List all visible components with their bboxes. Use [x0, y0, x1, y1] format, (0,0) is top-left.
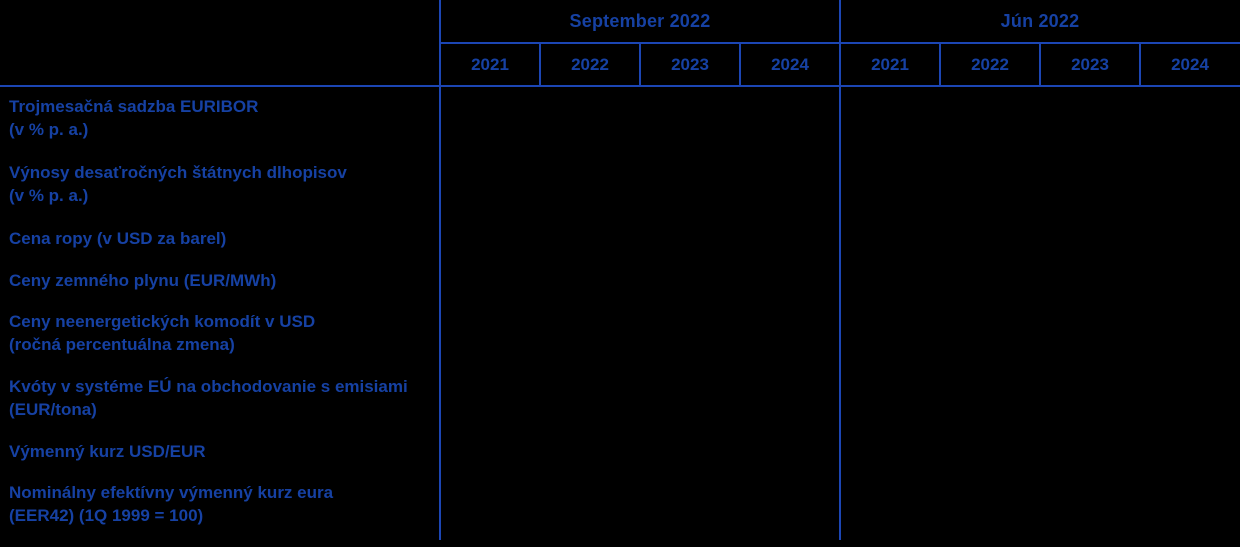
row-label-line2: (EUR/tona): [9, 400, 97, 419]
column-group-header-september-2022: September 2022: [569, 10, 711, 31]
year-header-cell: 2021: [471, 54, 509, 74]
row-label: Cena ropy (v USD za barel): [9, 227, 439, 250]
row-label-line1: Nominálny efektívny výmenný kurz eura: [9, 483, 334, 502]
data-region-jun-2022: [841, 87, 1240, 540]
row-label-line1: Trojmesačná sadzba EURIBOR: [9, 97, 259, 116]
row-label: Trojmesačná sadzba EURIBOR (v % p. a.): [9, 95, 439, 141]
vertical-rule-right-group: [839, 0, 841, 540]
year-header-cell: 2021: [871, 54, 909, 74]
row-label-line1: Cena ropy (v USD za barel): [9, 229, 227, 248]
year-separator: [739, 44, 741, 85]
year-header-cell: 2023: [1071, 54, 1109, 74]
row-label: Kvóty v systéme EÚ na obchodovanie s emi…: [9, 375, 439, 421]
row-label-line1: Kvóty v systéme EÚ na obchodovanie s emi…: [9, 377, 408, 396]
year-header-cell: 2024: [1171, 54, 1209, 74]
year-separator: [1039, 44, 1041, 85]
year-header-cell: 2022: [571, 54, 609, 74]
vertical-rule-left-group: [439, 0, 441, 540]
year-separator: [639, 44, 641, 85]
year-header-cell: 2022: [971, 54, 1009, 74]
column-group-header-jun-2022: Jún 2022: [1000, 10, 1080, 31]
row-label-line1: Ceny neenergetických komodít v USD: [9, 312, 316, 331]
row-label-line2: (EER42) (1Q 1999 = 100): [9, 506, 204, 525]
row-label: Ceny neenergetických komodít v USD (ročn…: [9, 310, 439, 356]
year-separator: [939, 44, 941, 85]
row-label-line1: Výmenný kurz USD/EUR: [9, 442, 206, 461]
horizontal-rule-under-group-headers: [439, 42, 1240, 44]
row-label-line1: Ceny zemného plynu (EUR/MWh): [9, 271, 277, 290]
row-label: Nominálny efektívny výmenný kurz eura (E…: [9, 481, 439, 527]
horizontal-rule-under-year-headers: [0, 85, 1240, 87]
year-header-cell: 2023: [671, 54, 709, 74]
row-label-line2: (v % p. a.): [9, 186, 89, 205]
year-separator: [539, 44, 541, 85]
data-region-september-2022: [441, 87, 839, 540]
year-header-cell: 2024: [771, 54, 809, 74]
row-label-line2: (v % p. a.): [9, 120, 89, 139]
year-separator: [1139, 44, 1141, 85]
row-label-line1: Výnosy desaťročných štátnych dlhopisov: [9, 163, 347, 182]
row-label: Výnosy desaťročných štátnych dlhopisov (…: [9, 161, 439, 207]
row-label-line2: (ročná percentuálna zmena): [9, 335, 235, 354]
row-label: Výmenný kurz USD/EUR: [9, 440, 439, 463]
row-label: Ceny zemného plynu (EUR/MWh): [9, 269, 439, 292]
